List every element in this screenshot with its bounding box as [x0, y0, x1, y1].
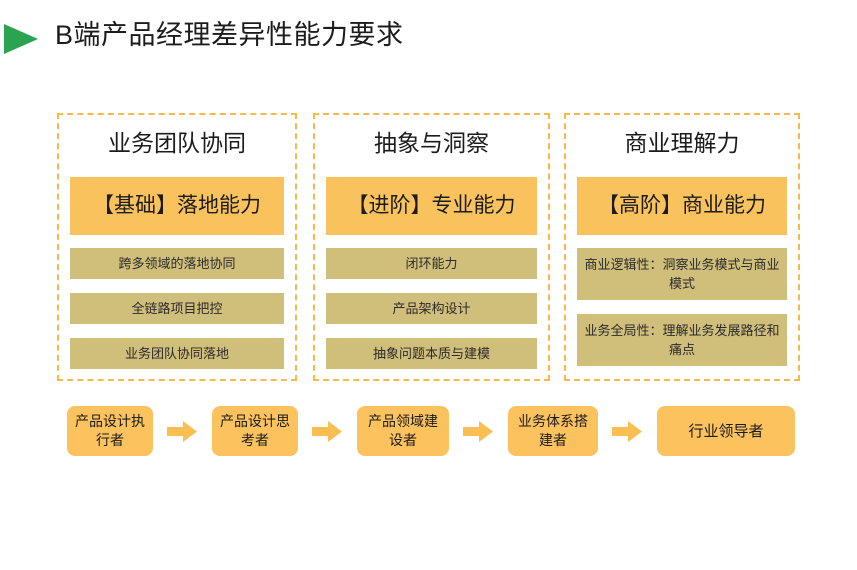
column-header: 抽象与洞察 — [374, 130, 489, 156]
list-item: 跨多领域的落地协同 — [70, 248, 284, 279]
right-arrow-icon — [167, 421, 197, 442]
capability-column-business-understanding: 商业理解力 【高阶】商业能力 商业逻辑性：洞察业务模式与商业模式 业务全局性：理… — [564, 113, 800, 381]
flow-node: 产品设计执行者 — [67, 406, 153, 456]
list-item: 产品架构设计 — [326, 293, 537, 324]
right-arrow-icon — [463, 421, 493, 442]
column-level-badge: 【基础】落地能力 — [70, 177, 284, 235]
flow-node: 业务体系搭建者 — [508, 406, 598, 456]
career-progression-flow: 产品设计执行者 产品设计思考者 产品领域建设者 业务体系搭建者 行业领导者 — [55, 406, 815, 464]
flow-node: 产品设计思考者 — [212, 406, 298, 456]
list-item: 闭环能力 — [326, 248, 537, 279]
column-item-list: 跨多领域的落地协同 全链路项目把控 业务团队协同落地 — [70, 248, 284, 369]
right-arrow-icon — [612, 421, 642, 442]
page-title: B端产品经理差异性能力要求 — [55, 20, 404, 50]
green-triangle-bullet-icon — [4, 24, 38, 54]
column-item-list: 商业逻辑性：洞察业务模式与商业模式 业务全局性：理解业务发展路径和痛点 — [577, 248, 787, 369]
list-item: 全链路项目把控 — [70, 293, 284, 324]
column-header: 商业理解力 — [624, 130, 740, 156]
right-arrow-icon — [312, 421, 342, 442]
column-header: 业务团队协同 — [108, 130, 246, 156]
list-item: 抽象问题本质与建模 — [326, 338, 537, 369]
column-level-badge: 【高阶】商业能力 — [577, 177, 787, 235]
title-bar: B端产品经理差异性能力要求 — [0, 10, 857, 60]
flow-node: 产品领域建设者 — [357, 406, 449, 456]
capability-column-abstraction-insight: 抽象与洞察 【进阶】专业能力 闭环能力 产品架构设计 抽象问题本质与建模 — [313, 113, 550, 381]
column-level-badge: 【进阶】专业能力 — [326, 177, 537, 235]
column-item-list: 闭环能力 产品架构设计 抽象问题本质与建模 — [326, 248, 537, 369]
list-item: 业务全局性：理解业务发展路径和痛点 — [577, 314, 787, 366]
list-item: 商业逻辑性：洞察业务模式与商业模式 — [577, 248, 787, 300]
flow-node: 行业领导者 — [657, 406, 795, 456]
capability-column-business-team: 业务团队协同 【基础】落地能力 跨多领域的落地协同 全链路项目把控 业务团队协同… — [57, 113, 297, 381]
list-item: 业务团队协同落地 — [70, 338, 284, 369]
